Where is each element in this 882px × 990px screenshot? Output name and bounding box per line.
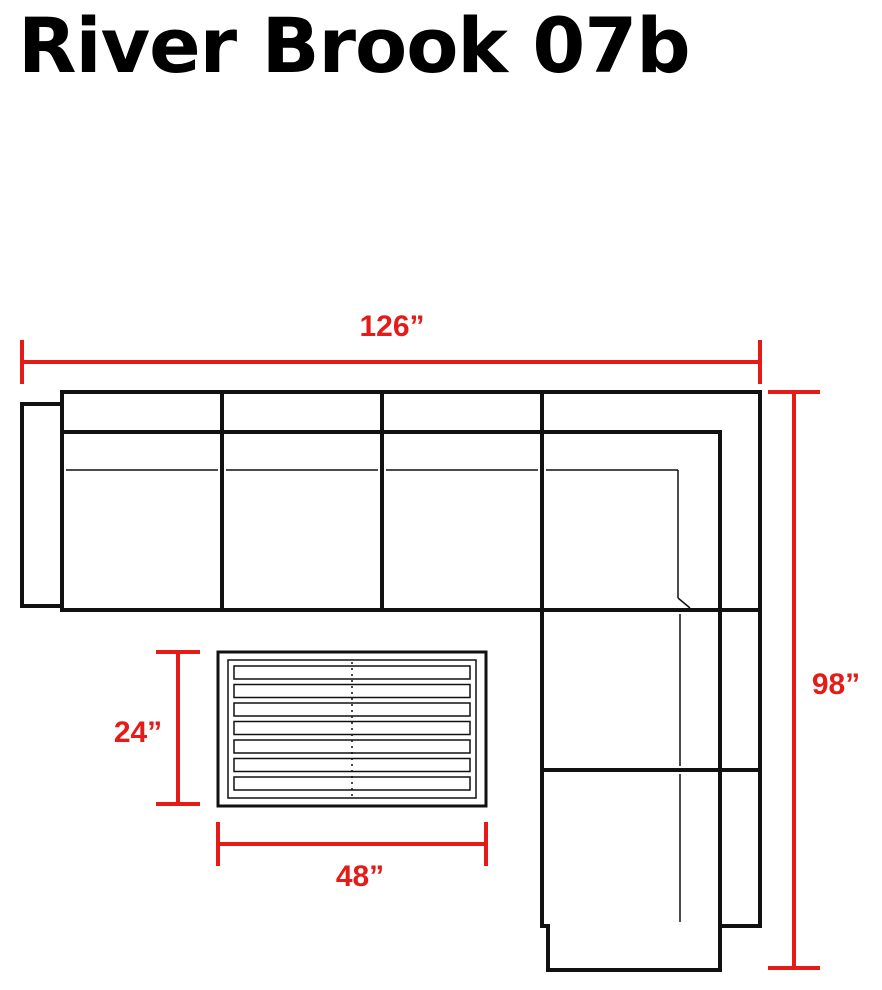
table-width-label: 48” — [336, 860, 384, 893]
overall-width-label: 126” — [359, 310, 424, 343]
overall-depth-label: 98” — [812, 668, 860, 701]
table-depth-label: 24” — [114, 716, 162, 749]
table-slats — [233, 662, 471, 796]
page-title: River Brook 07b — [18, 1, 691, 90]
sectional-sofa — [20, 390, 762, 972]
sofa-outer-outline — [60, 390, 762, 972]
seat-cushion-lines — [66, 469, 691, 922]
dimension-lines — [20, 340, 820, 970]
table-inner — [227, 659, 477, 799]
back-seam — [62, 430, 722, 926]
left-armrest — [20, 402, 64, 608]
table-outer — [216, 650, 488, 808]
coffee-table — [216, 650, 488, 808]
table-slat — [233, 665, 471, 680]
table-slat — [233, 683, 471, 699]
